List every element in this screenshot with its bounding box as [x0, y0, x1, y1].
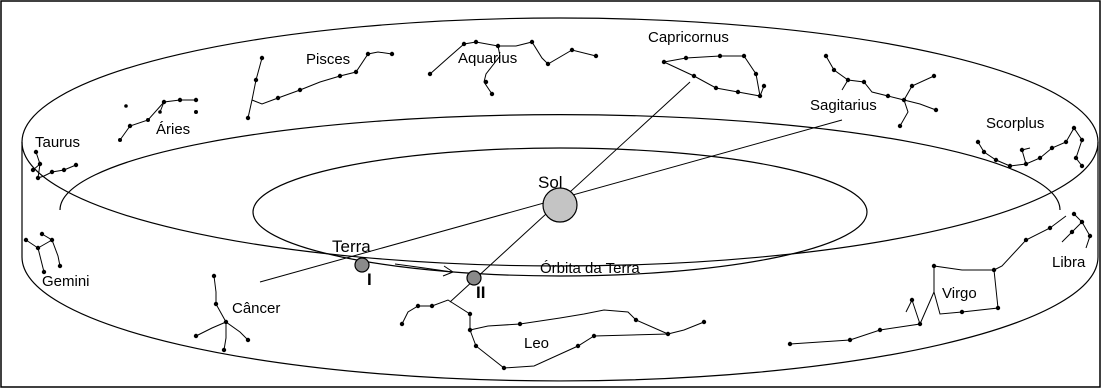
constellation-taurus — [30, 149, 79, 181]
label-aries: Áries — [156, 121, 190, 138]
motion-arrow-head — [442, 265, 455, 277]
label-gemini: Gemini — [42, 273, 90, 290]
constellation-capricornus — [661, 53, 767, 99]
constellation-aries — [118, 97, 199, 142]
sun-circle — [542, 187, 578, 223]
constellation-sagitarius — [823, 53, 939, 129]
label-sagitarius: Sagitarius — [810, 97, 877, 114]
label-virgo: Virgo — [942, 285, 977, 302]
constellation-cancer — [193, 273, 251, 353]
label-position-2: II — [476, 283, 485, 302]
label-terra: Terra — [332, 237, 371, 256]
label-taurus: Taurus — [35, 134, 80, 151]
label-leo: Leo — [524, 335, 549, 352]
motion-arrow — [394, 263, 453, 273]
label-position-1: I — [367, 270, 372, 289]
constellation-pisces — [245, 51, 395, 121]
label-cancer: Câncer — [232, 300, 280, 317]
label-sol: Sol — [538, 173, 563, 192]
earth-position-2 — [466, 270, 482, 286]
label-capricornus: Capricornus — [648, 29, 729, 46]
band-top-outer-ellipse — [21, 17, 1099, 267]
band-bottom-arc — [21, 256, 1099, 382]
constellation-aquarius — [427, 39, 599, 97]
label-pisces: Pisces — [306, 51, 350, 68]
constellation-gemini — [23, 231, 63, 275]
label-aquarius: Aquarius — [458, 50, 517, 67]
label-libra: Libra — [1052, 254, 1086, 271]
constellation-virgo — [787, 215, 1067, 347]
label-scorplus: Scorplus — [986, 115, 1044, 132]
earth-position-1 — [354, 257, 370, 273]
constellation-libra — [1061, 211, 1093, 249]
band-top-inner-arc — [59, 114, 1061, 211]
label-orbita: Órbita da Terra — [540, 260, 640, 277]
earth-orbit-ellipse — [252, 147, 868, 277]
constellation-leo — [399, 299, 707, 371]
constellation-scorplus — [975, 125, 1085, 169]
